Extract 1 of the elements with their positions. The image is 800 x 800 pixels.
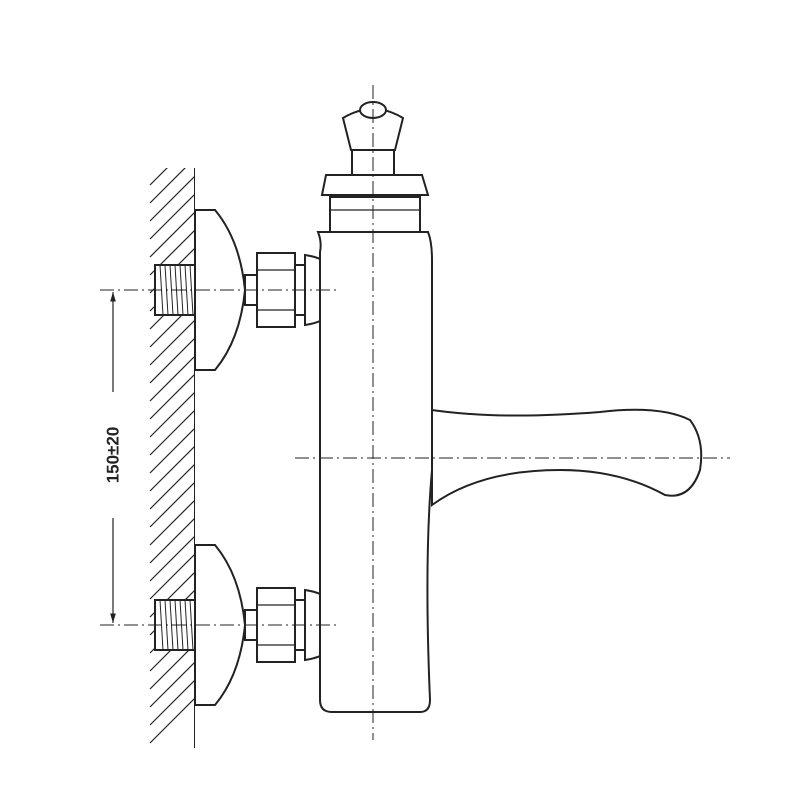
dimension-label: 150±20 — [102, 426, 123, 484]
